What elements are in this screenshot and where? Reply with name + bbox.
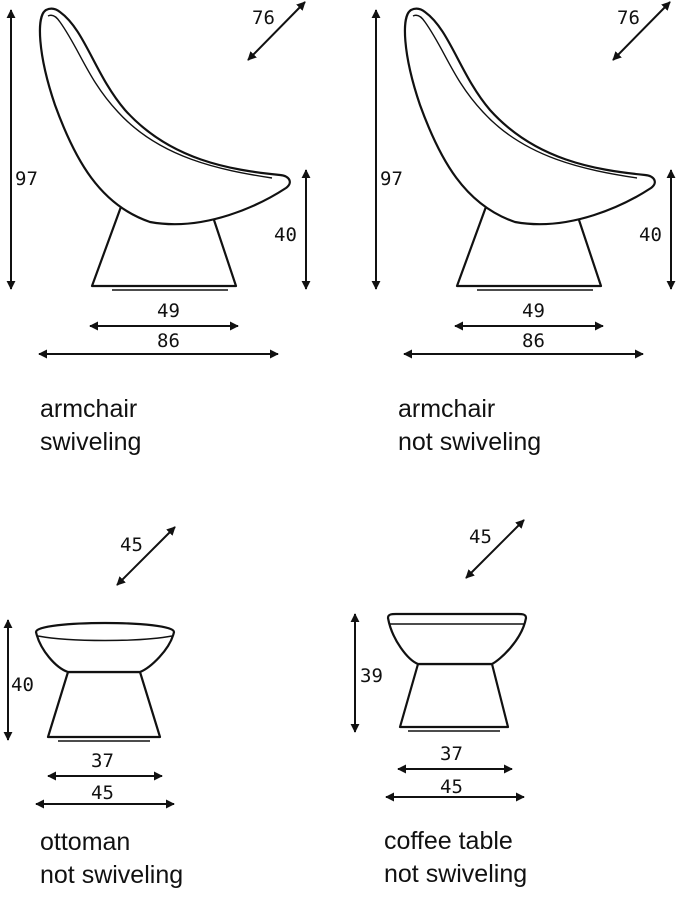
ottoman-height-label: 40	[11, 674, 34, 696]
armchair-fixed-overall-width-label: 86	[522, 330, 545, 352]
coffee-table-drawing	[386, 612, 528, 732]
armchair-fixed-depth-label: 76	[617, 7, 640, 29]
armchair-fixed-caption-line2: not swiveling	[398, 428, 541, 456]
armchair-swiveling-caption-line1: armchair	[40, 395, 137, 423]
armchair-fixed-base-width-label: 49	[522, 300, 545, 322]
armchair-swiveling-shell	[38, 7, 291, 226]
ottoman-cushion	[34, 621, 176, 674]
armchair-fixed-drawing	[403, 7, 656, 291]
armchair-swiveling-seat-height-label: 40	[274, 224, 297, 246]
armchair-swiveling-base-width-label: 49	[157, 300, 180, 322]
coffee-table-base-width-label: 37	[440, 743, 463, 765]
armchair-swiveling-drawing	[38, 7, 291, 291]
armchair-swiveling-overall-width-label: 86	[157, 330, 180, 352]
armchair-swiveling-depth-label: 76	[252, 7, 275, 29]
coffee-table-depth-label: 45	[469, 526, 492, 548]
ottoman-caption-line2: not swiveling	[40, 861, 183, 889]
coffee-table-depth-arrow	[465, 519, 525, 579]
coffee-table-top-width-label: 45	[440, 776, 463, 798]
ottoman-top-width-label: 45	[91, 782, 114, 804]
coffee-table-caption-line1: coffee table	[384, 827, 513, 855]
ottoman-depth-arrow	[116, 526, 176, 586]
ottoman-base	[46, 670, 162, 739]
ottoman-drawing	[34, 621, 176, 742]
armchair-swiveling-shell-rim	[47, 14, 273, 179]
coffee-table-caption-line2: not swiveling	[384, 860, 527, 888]
coffee-table-base	[398, 662, 510, 729]
armchair-swiveling-caption-line2: swiveling	[40, 428, 141, 456]
ottoman-depth-label: 45	[120, 534, 143, 556]
armchair-fixed-depth-arrow	[612, 1, 671, 61]
ottoman-caption-line1: ottoman	[40, 828, 130, 856]
armchair-fixed-height-label: 97	[380, 168, 403, 190]
armchair-fixed-shell	[403, 7, 656, 226]
coffee-table-height-label: 39	[360, 665, 383, 687]
ottoman-base-width-label: 37	[91, 750, 114, 772]
armchair-swiveling-depth-arrow	[247, 1, 306, 61]
armchair-fixed-shell-rim	[412, 14, 638, 179]
armchair-fixed-seat-height-label: 40	[639, 224, 662, 246]
ottoman-cushion-seam	[37, 635, 173, 642]
armchair-fixed-caption-line1: armchair	[398, 395, 495, 423]
coffee-table-top	[386, 612, 528, 666]
armchair-swiveling-height-label: 97	[15, 168, 38, 190]
